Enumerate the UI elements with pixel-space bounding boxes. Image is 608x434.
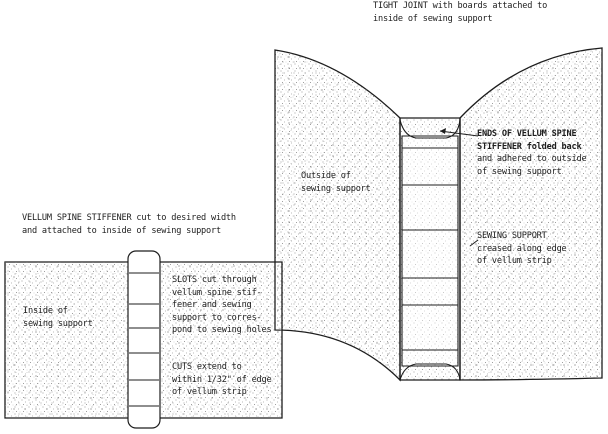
vellum-fold-bottom — [399, 363, 461, 381]
spine-slots — [402, 147, 458, 351]
label-vellum-spine-stiffener: VELLUM SPINE STIFFENER cut to desired wi… — [22, 213, 236, 236]
right-support-leaf-texture — [460, 48, 602, 380]
left-support-leaf-texture — [275, 50, 400, 380]
label-cuts: CUTS extend to within 1/32" of edge of v… — [172, 362, 272, 398]
stiffener-slots — [129, 272, 159, 407]
label-ends-of-vellum: ENDS OF VELLUM SPINE STIFFENER folded ba… — [477, 129, 587, 177]
label-sewing-support: SEWING SUPPORT creased along edge of vel… — [477, 231, 567, 267]
label-inside-support: Inside of sewing support — [23, 306, 93, 329]
spine-vellum-strip — [401, 135, 459, 367]
label-slots: SLOTS cut through vellum spine stif- fen… — [172, 275, 272, 336]
arrowhead-ends-of-vellum — [440, 128, 446, 134]
vellum-spine-stiffener — [127, 250, 161, 429]
vellum-fold-top — [399, 119, 461, 139]
pointer-sewing-support — [469, 239, 479, 247]
arrow-ends-of-vellum — [439, 130, 479, 137]
label-outside-support: Outside of sewing support — [301, 171, 371, 194]
flat-support-figure — [4, 250, 283, 429]
label-tight-joint: TIGHT JOINT with boards attached to insi… — [373, 1, 548, 24]
opened-support-figure — [274, 47, 603, 382]
